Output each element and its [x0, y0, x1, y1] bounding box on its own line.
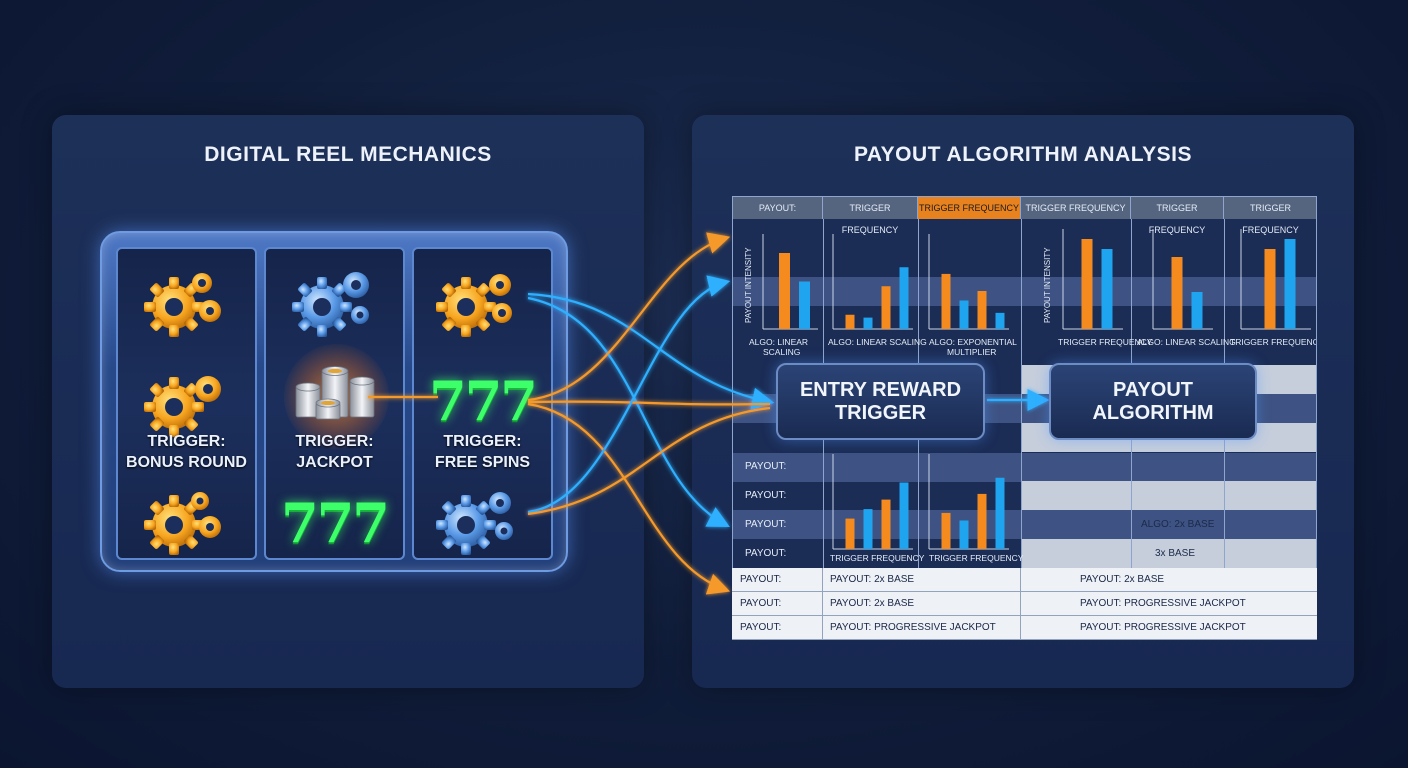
table-cell: PAYOUT: 2x BASE: [1080, 574, 1165, 585]
algo-caption: ALGO: 2x BASE: [1141, 519, 1215, 530]
payout-algorithm-node[interactable]: PAYOUT ALGORITHM: [1049, 363, 1257, 440]
chart-caption: TRIGGER FREQUENCY: [929, 553, 1024, 563]
chart-bar: [845, 518, 855, 549]
grid-header-highlighted: TRIGGER FREQUENCY: [918, 197, 1021, 219]
table-divider: [822, 568, 823, 640]
chart-bar: [799, 281, 810, 329]
grid-header: TRIGGER FREQUENCY: [1021, 197, 1131, 219]
reel-panel-title: DIGITAL REEL MECHANICS: [204, 143, 492, 166]
chart-bar: [977, 291, 987, 329]
chart-bar: [941, 273, 951, 329]
entry-reward-trigger-node[interactable]: ENTRY REWARD TRIGGER: [776, 363, 985, 440]
chart-bar: [941, 512, 951, 549]
chart-bar: [899, 482, 909, 549]
chart-bar: [1171, 257, 1183, 329]
chart-bar: [845, 314, 855, 329]
payout-summary-table: PAYOUT: PAYOUT: 2x BASE PAYOUT: 2x BASE …: [732, 568, 1317, 640]
chart-bar: [881, 499, 891, 549]
lucky-777-symbol: 777: [429, 369, 538, 433]
chart-caption: TRIGGER FREQUENCY: [1058, 337, 1153, 347]
chart-caption: ALGO: EXPONENTIAL MULTIPLIER: [929, 337, 1017, 357]
payout-row-label: PAYOUT:: [745, 548, 787, 559]
grid-band: [1021, 539, 1316, 568]
chart-bar: [1264, 249, 1276, 329]
lucky-777-symbol: 777: [281, 491, 390, 555]
chart-bar: [995, 312, 1005, 329]
gear-icon: [140, 485, 232, 562]
chart-bar: [959, 520, 969, 549]
gear-icon: [140, 265, 232, 342]
table-cell: PAYOUT: PROGRESSIVE JACKPOT: [1080, 622, 1246, 633]
chart-bar: [1081, 239, 1093, 329]
reel-label-free-spins: TRIGGER: FREE SPINS: [434, 433, 531, 471]
reel-bonus-round[interactable]: TRIGGER: BONUS ROUND: [116, 247, 257, 560]
chart-bar: [881, 286, 891, 329]
reel-free-spins[interactable]: 777 TRIGGER: FREE SPINS: [412, 247, 553, 560]
grid-header: TRIGGER FREQUENCY: [1131, 197, 1224, 235]
chart-caption: ALGO: LINEAR SCALING: [1137, 337, 1236, 347]
base-caption: 3x BASE: [1155, 548, 1196, 559]
chart-bar: [1284, 239, 1296, 329]
table-row: PAYOUT: PAYOUT: 2x BASE PAYOUT: PROGRESS…: [732, 592, 1317, 616]
table-cell: PAYOUT: 2x BASE: [830, 598, 915, 609]
reel-jackpot[interactable]: TRIGGER: JACKPOT 777: [264, 247, 405, 560]
chart-bar: [1191, 292, 1203, 329]
payout-row-label: PAYOUT:: [745, 519, 787, 530]
grid-band: [1021, 481, 1316, 510]
coin-stack-icon: [292, 353, 382, 430]
grid-band: [733, 510, 1316, 539]
reel-label-bonus-round: TRIGGER: BONUS ROUND: [126, 433, 247, 471]
gear-icon: [140, 367, 232, 444]
chart-bar: [863, 509, 873, 549]
grid-header: TRIGGER FREQUENCY: [1224, 197, 1316, 235]
table-cell: PAYOUT: PROGRESSIVE JACKPOT: [830, 622, 996, 633]
chart-caption: TRIGGER FREQUENCY: [1230, 337, 1317, 347]
table-cell: PAYOUT:: [740, 622, 782, 633]
table-cell: PAYOUT:: [740, 598, 782, 609]
payout-panel-title: PAYOUT ALGORITHM ANALYSIS: [853, 143, 1193, 166]
table-cell: PAYOUT:: [740, 574, 782, 585]
table-divider: [1020, 568, 1021, 640]
grid-band: [733, 453, 1316, 482]
chart-bar: [1101, 249, 1113, 329]
mini-bar-charts: [762, 229, 1311, 550]
chart-bar: [995, 477, 1005, 549]
chart-bar: [959, 300, 969, 329]
reel-label-jackpot: TRIGGER: JACKPOT: [295, 433, 374, 471]
table-cell: PAYOUT: PROGRESSIVE JACKPOT: [1080, 598, 1246, 609]
grid-band: [733, 277, 1316, 306]
grid-divider: [1021, 219, 1022, 569]
chart-caption: ALGO: LINEAR SCALING: [828, 337, 927, 347]
chart-caption: TRIGGER FREQUENCY: [830, 553, 925, 563]
chart-bar: [977, 493, 987, 549]
grid-header: TRIGGER FREQUENCY: [823, 197, 918, 235]
grid-header: PAYOUT:: [733, 197, 823, 219]
gear-icon: [434, 265, 526, 342]
table-cell: PAYOUT: 2x BASE: [830, 574, 915, 585]
chart-bar: [899, 267, 909, 329]
table-row: PAYOUT: PAYOUT: 2x BASE PAYOUT: 2x BASE: [732, 568, 1317, 592]
slot-reel-frame: TRIGGER: BONUS ROUND: [100, 231, 568, 572]
table-row: PAYOUT: PAYOUT: PROGRESSIVE JACKPOT PAYO…: [732, 616, 1317, 640]
gear-icon: [434, 485, 526, 562]
chart-bar: [779, 253, 790, 329]
chart-bar: [863, 317, 873, 329]
gear-icon: [288, 265, 380, 342]
